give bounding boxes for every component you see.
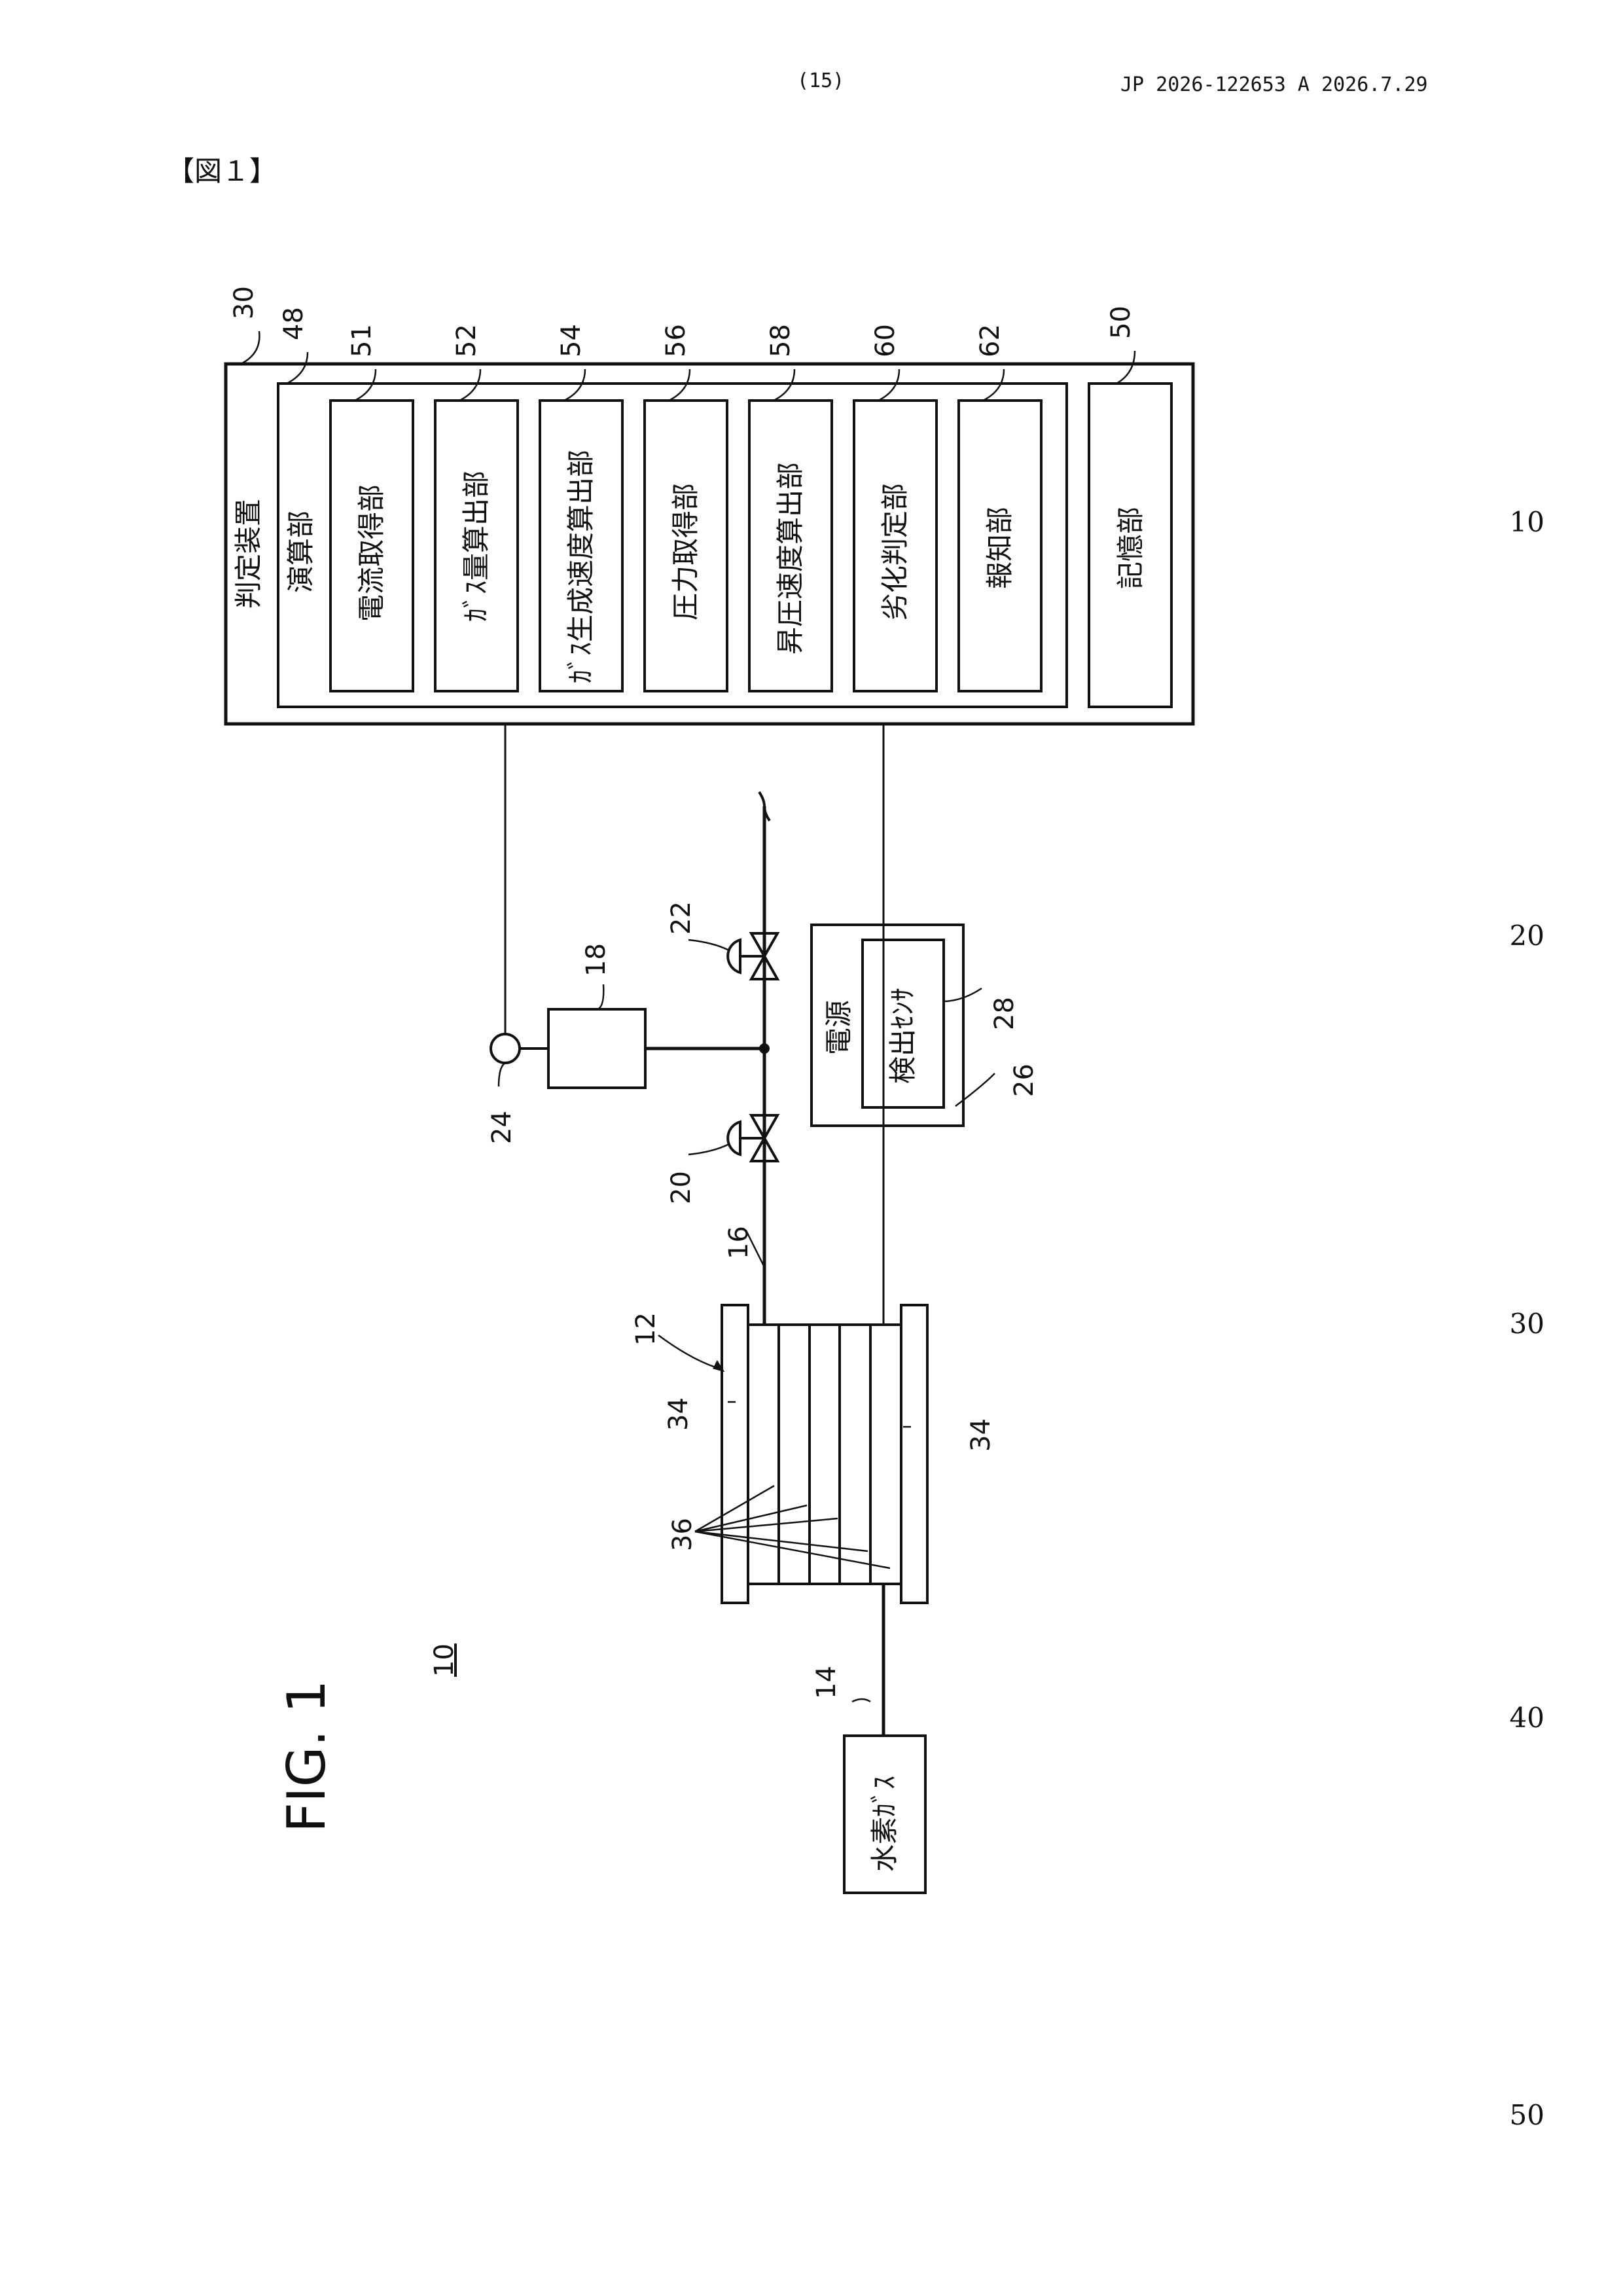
ref-10: 10 (429, 1643, 459, 1677)
ref-34-right: 34 (966, 1418, 996, 1452)
leader-line (241, 331, 259, 364)
ref-30: 30 (229, 286, 259, 319)
leader-line (499, 1063, 505, 1086)
power-supply-label: 電源 (823, 1000, 855, 1055)
leader-line (688, 1144, 729, 1155)
end-plate-left (722, 1305, 748, 1603)
ref-52: 52 (452, 324, 482, 357)
computing-unit-label: 演算部 (285, 511, 317, 593)
leader-line (852, 1699, 870, 1702)
leader-line (695, 1505, 807, 1532)
storage-unit-label: 記憶部 (1115, 507, 1147, 589)
leader-line (597, 984, 603, 1009)
judgment-device-label: 判定装置 (232, 499, 264, 609)
ref-51: 51 (347, 324, 377, 357)
ref-26: 26 (1009, 1064, 1039, 1097)
ref-22: 22 (666, 901, 696, 935)
ref-50: 50 (1106, 306, 1136, 339)
ref-56: 56 (661, 324, 691, 357)
ref-20: 20 (666, 1171, 696, 1204)
module-label-degradation: 劣化判定部 (879, 483, 911, 620)
ref-18: 18 (581, 943, 611, 977)
tank-box (548, 1009, 645, 1088)
leader-line (955, 1073, 995, 1106)
leader-line (695, 1518, 838, 1532)
ref-12: 12 (631, 1312, 661, 1346)
ref-14: 14 (812, 1666, 842, 1699)
module-label-pressure-rate: 昇圧速度算出部 (774, 462, 806, 655)
ref-34-left: 34 (664, 1397, 694, 1431)
end-plate-right (901, 1305, 927, 1603)
ref-16: 16 (724, 1226, 754, 1259)
valve-upper-actuator (728, 940, 740, 973)
module-label-gas-rate: ｶﾞｽ生成速度算出部 (565, 450, 597, 683)
module-label-notification: 報知部 (984, 507, 1016, 589)
ref-62: 62 (975, 324, 1005, 357)
ref-36: 36 (668, 1518, 698, 1551)
pressure-sensor (491, 1034, 520, 1063)
leader-line (1116, 351, 1135, 384)
junction-dot (759, 1043, 770, 1054)
module-label-pressure: 圧力取得部 (669, 483, 702, 620)
ref-60: 60 (870, 324, 901, 357)
figure-label: FIG. 1 (276, 1680, 337, 1833)
ref-54: 54 (556, 324, 586, 357)
valve-lower-actuator (728, 1122, 740, 1155)
module-label-gas-amount: ｶﾞｽ量算出部 (460, 471, 492, 622)
ref-48: 48 (279, 307, 309, 340)
leader-line (688, 940, 729, 950)
module-label-current: 電流取得部 (355, 484, 387, 622)
ref-24: 24 (487, 1111, 517, 1144)
leader-line (658, 1335, 722, 1369)
hydrogen-source-label: 水素ｶﾞｽ (868, 1776, 901, 1872)
detection-sensor-label: 検出ｾﾝｻ (887, 988, 919, 1084)
leader-line (287, 352, 308, 384)
ref-58: 58 (766, 324, 796, 357)
ref-28: 28 (990, 997, 1020, 1030)
